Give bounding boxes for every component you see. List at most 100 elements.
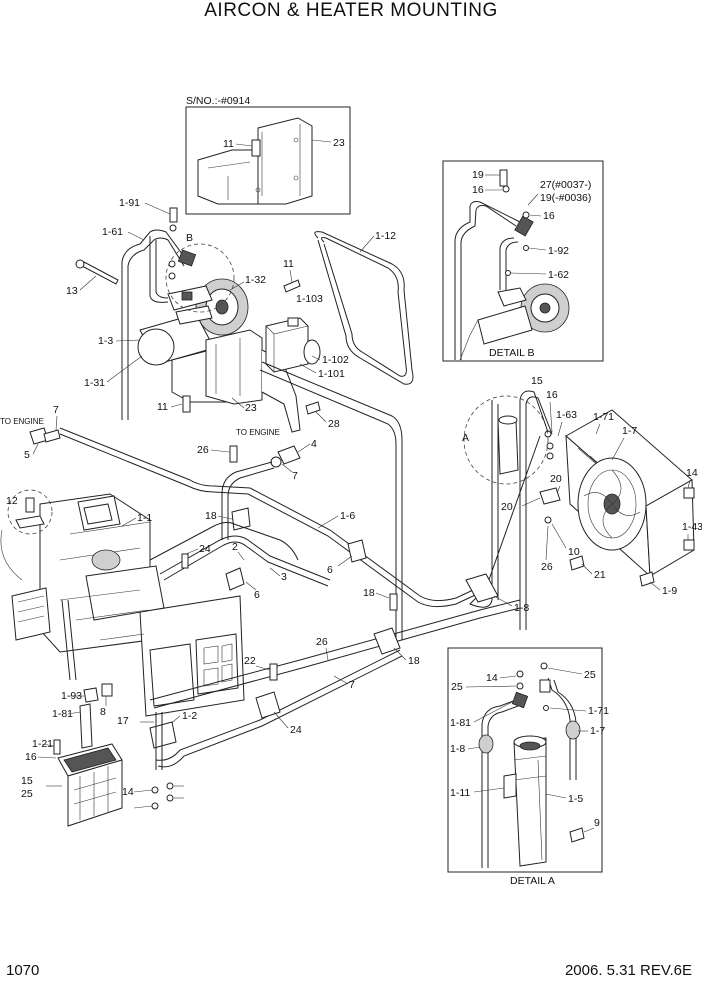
callout-1-81-main: 1-2 bbox=[182, 710, 197, 722]
heater-unit-icon bbox=[11, 493, 245, 717]
detail-a-ref: A bbox=[462, 432, 469, 444]
belt-icon bbox=[314, 231, 414, 385]
serial-box-frame bbox=[185, 106, 351, 215]
callout-1-71-a: 1-71 bbox=[588, 705, 609, 717]
callout-1-2: 15 bbox=[21, 775, 33, 787]
callout-1-63: 1-63 bbox=[556, 409, 577, 421]
callout-1-61: 1-61 bbox=[102, 226, 123, 238]
detail-12-marker bbox=[7, 489, 53, 535]
callout-5: 5 bbox=[24, 449, 30, 461]
callout-14-cond: 26 bbox=[541, 561, 553, 573]
callout-1-92-b: 1-92 bbox=[548, 245, 569, 257]
callout-24-low: 8 bbox=[100, 706, 106, 718]
callout-1-102: 1-102 bbox=[322, 354, 349, 366]
callout-25-a-left: 25 bbox=[451, 681, 463, 693]
callout-1-81-a: 1-81 bbox=[450, 717, 471, 729]
callout-1-12: 1-12 bbox=[375, 230, 396, 242]
callout-11-top: 11 bbox=[283, 258, 294, 270]
callout-1-21: 25 bbox=[21, 788, 33, 800]
detail-b-marker bbox=[165, 243, 235, 313]
compressor-icon bbox=[137, 278, 249, 366]
serial-label: S/NO.:-#0914 bbox=[186, 95, 250, 107]
callout-24-top: 24 bbox=[199, 543, 211, 555]
callout-25-cond: 10 bbox=[568, 546, 580, 558]
callout-16-b: 16 bbox=[472, 184, 484, 196]
to-engine-left-label: TO ENGINE bbox=[0, 417, 44, 426]
callout-1-7: 20 bbox=[501, 501, 513, 513]
callout-22: 1-81 bbox=[52, 708, 73, 720]
callout-26-mid: 18 bbox=[363, 587, 375, 599]
callout-25-a-right: 25 bbox=[584, 669, 596, 681]
callout-18-mid: 18 bbox=[408, 655, 420, 667]
callout-26-low: 22 bbox=[244, 655, 256, 667]
compressor-detail-b bbox=[459, 283, 570, 361]
callout-23-main: 23 bbox=[245, 402, 257, 414]
detail-b-caption: DETAIL B bbox=[489, 347, 535, 359]
detail-a-caption: DETAIL A bbox=[510, 875, 555, 887]
clutch-block bbox=[265, 317, 321, 373]
callout-10: 1-9 bbox=[662, 585, 677, 597]
callout-1-42: 1-7 bbox=[622, 425, 637, 437]
callout-1-71: 20 bbox=[550, 473, 562, 485]
callout-1-101: 1-101 bbox=[318, 368, 345, 380]
callout-12: 12 bbox=[6, 495, 18, 507]
detail-a-frame bbox=[447, 647, 603, 873]
callout-19-dash-b: 19(-#0036) bbox=[540, 192, 591, 204]
callout-1-41: 1-71 bbox=[593, 411, 614, 423]
callout-1-8: 7 bbox=[349, 679, 355, 691]
detail-a-inset: 14 25 25 1-71 1-81 1-7 1-8 1-11 1-5 9 DE… bbox=[447, 647, 609, 887]
callout-19-b: 19 bbox=[472, 169, 484, 181]
callout-11-main: 11 bbox=[157, 401, 168, 413]
callout-4: 4 bbox=[311, 438, 317, 450]
callout-14-a: 14 bbox=[486, 672, 498, 684]
callout-1-8-a: 1-8 bbox=[450, 743, 465, 755]
callout-7-mid: 7 bbox=[292, 470, 298, 482]
callout-1-11-a: 1-11 bbox=[450, 787, 470, 799]
callout-1-103: 1-103 bbox=[296, 293, 323, 305]
compressor-bracket bbox=[171, 329, 301, 433]
condenser-fan-icon bbox=[565, 409, 695, 578]
bracket-icon bbox=[197, 117, 313, 205]
callout-1-1: 1-1 bbox=[137, 512, 152, 524]
callout-6-mid: 6 bbox=[327, 564, 333, 576]
control-panel-icon bbox=[57, 743, 123, 827]
callout-1-32: 1-32 bbox=[245, 274, 266, 286]
callout-1-43: 21 bbox=[594, 569, 606, 581]
callout-6-left: 6 bbox=[254, 589, 260, 601]
callout-1-62-b: 1-62 bbox=[548, 269, 569, 281]
callout-3: 3 bbox=[281, 571, 287, 583]
callout-1-6: 1-6 bbox=[340, 510, 355, 522]
page-number: 1070 bbox=[6, 962, 40, 979]
callout-7-left: 7 bbox=[53, 404, 59, 416]
callout-1-7-a: 1-7 bbox=[590, 725, 605, 737]
callout-16-low: 14 bbox=[122, 786, 134, 798]
callout-1-93: 17 bbox=[117, 715, 129, 727]
to-engine-mid-label: TO ENGINE bbox=[236, 428, 280, 437]
callout-18-low: 24 bbox=[290, 724, 302, 736]
callout-1-91: 1-91 bbox=[119, 197, 140, 209]
callout-20-top: 14 bbox=[686, 467, 698, 479]
receiver-drier-icon bbox=[463, 395, 549, 600]
callout-27-b: 27(#0037-) bbox=[540, 179, 591, 191]
revision-date: 2006. 5.31 REV.6E bbox=[564, 962, 692, 979]
serial-bracket-inset: S/NO.:-#0914 11 23 bbox=[185, 95, 351, 215]
callout-28: 28 bbox=[328, 418, 340, 430]
callout-16-b2: 16 bbox=[543, 210, 555, 222]
callout-1-5-a: 1-5 bbox=[568, 793, 583, 805]
callout-2: 2 bbox=[232, 541, 238, 553]
callout-11-serial: 11 bbox=[223, 138, 234, 150]
callout-13: 13 bbox=[66, 285, 78, 297]
callout-20-bottom: 1-43 bbox=[682, 521, 702, 533]
callout-17: 16 bbox=[25, 751, 37, 763]
callout-1-31: 1-31 bbox=[84, 377, 105, 389]
callout-26-top: 26 bbox=[197, 444, 209, 456]
detail-b-ref: B bbox=[186, 232, 193, 244]
callout-18-top: 18 bbox=[205, 510, 217, 522]
detail-b-inset: 19 16 27(#0037-) 19(-#0036) 16 1-92 1-62… bbox=[442, 160, 604, 362]
callout-16-cond: 16 bbox=[546, 389, 558, 401]
callout-9-a: 9 bbox=[594, 817, 600, 829]
detail-b-frame bbox=[442, 160, 604, 362]
page-title: AIRCON & HEATER MOUNTING bbox=[204, 0, 498, 21]
callout-1-3: 1-3 bbox=[98, 335, 113, 347]
